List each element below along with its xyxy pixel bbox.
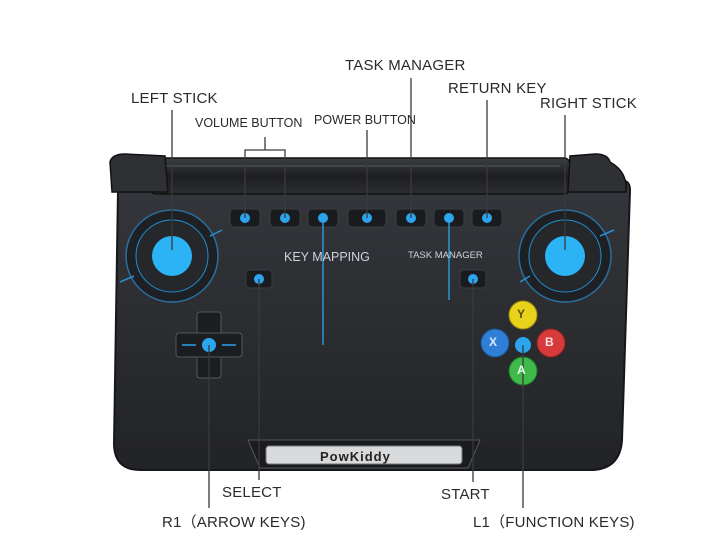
left-shoulder (109, 153, 169, 193)
button-a-label: A (517, 363, 526, 377)
r1-arrow-keys-label: R1（ARROW KEYS) (162, 514, 306, 531)
start-label: START (441, 486, 490, 503)
right-stick (518, 209, 615, 303)
leader-lines (171, 78, 566, 508)
l1-function-keys-label: L1（FUNCTION KEYS) (473, 514, 635, 531)
button-x-label: X (489, 335, 498, 349)
face-buttons (480, 300, 566, 386)
device-body (109, 153, 632, 471)
button-x (480, 328, 510, 358)
left-stick (119, 209, 223, 303)
right-stick-label: RIGHT STICK (540, 95, 637, 112)
button-y (508, 300, 538, 330)
right-shoulder (567, 153, 627, 193)
power-button-label: POWER BUTTON (314, 113, 416, 127)
select-label: SELECT (222, 484, 282, 501)
left-stick-label: LEFT STICK (131, 90, 218, 107)
task-manager-label: TASK MANAGER (345, 57, 466, 74)
volume-button-label: VOLUME BUTTON (195, 116, 303, 130)
button-b-label: B (545, 335, 554, 349)
return-key-label: RETURN KEY (448, 80, 547, 97)
brand-plate (247, 439, 481, 469)
task-manager-device-label: TASK MANAGER (408, 250, 483, 261)
button-y-label: Y (517, 307, 526, 321)
button-b (536, 328, 566, 358)
top-button-row (229, 208, 503, 228)
hinge-bar (149, 157, 571, 195)
brand-logo: PowKiddy (320, 449, 391, 464)
key-mapping-label: KEY MAPPING (284, 250, 370, 264)
